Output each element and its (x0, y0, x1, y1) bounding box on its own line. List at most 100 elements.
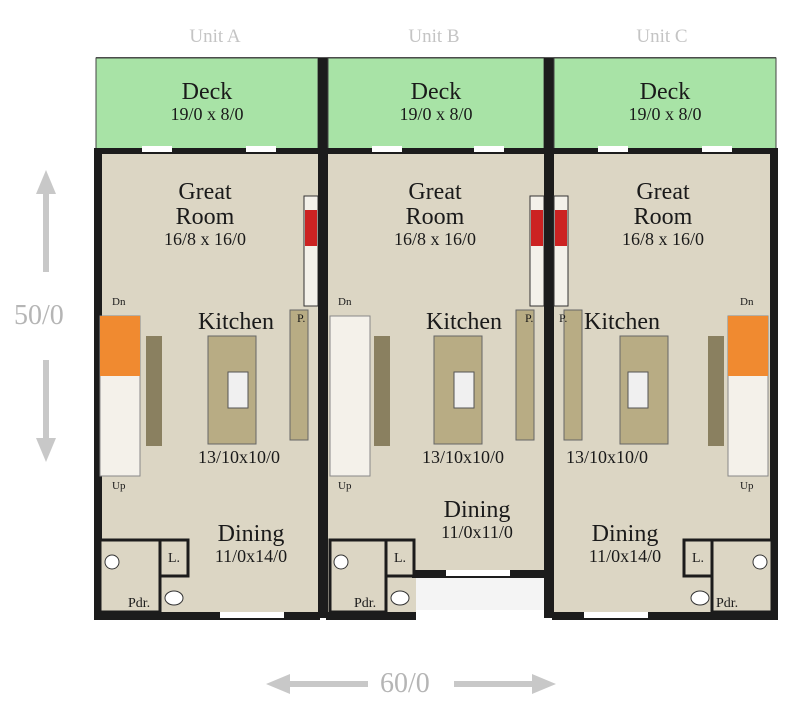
laundry-label: L. (394, 551, 407, 566)
laundry (384, 538, 416, 578)
unit-c-plan (552, 57, 778, 620)
dimension-line (454, 681, 534, 687)
laundry-label: L. (692, 551, 705, 566)
window (584, 612, 648, 618)
sink (227, 371, 249, 409)
wall-top (94, 148, 320, 154)
room-name: Dining (591, 521, 659, 547)
dimension-line (43, 360, 49, 440)
stair-up-label: Up (112, 480, 126, 492)
powder-room (710, 538, 774, 614)
wall-right (770, 148, 778, 620)
room-name: Great (408, 179, 462, 205)
kitchen-size: 13/10x10/0 (198, 447, 281, 467)
stair (329, 315, 371, 477)
unit-title: Unit A (189, 26, 241, 47)
room-name: Deck (639, 79, 691, 105)
kitchen-label: Kitchen (198, 309, 274, 335)
party-wall (544, 58, 554, 618)
room-name: Deck (181, 79, 233, 105)
powder-room (328, 538, 388, 614)
stair-down-label: Dn (740, 296, 754, 308)
depth-dimension-label: 50/0 (14, 300, 64, 331)
sink-icon (104, 554, 120, 570)
stair-down-run (100, 316, 140, 376)
unit-b-plan (326, 57, 548, 620)
dining-label: Dining 11/0x14/0 (570, 521, 680, 567)
window (142, 146, 172, 152)
dining-label: Dining 11/0x11/0 (422, 497, 532, 543)
dimension-line (43, 192, 49, 272)
wall-left (94, 148, 102, 620)
wall-bottom (326, 612, 416, 620)
toilet-icon (390, 590, 410, 606)
wall-top (326, 148, 546, 154)
wall-top (552, 148, 778, 154)
room-size: 11/0x11/0 (441, 522, 513, 543)
stair-down-run (728, 316, 768, 376)
counter (563, 309, 583, 441)
room-name: Great (636, 179, 690, 205)
window (702, 146, 732, 152)
fireplace-fire (555, 210, 567, 246)
stair-up-label: Up (740, 480, 754, 492)
deck-label: Deck 19/0 x 8/0 (554, 79, 776, 125)
laundry (158, 538, 190, 578)
kitchen-size: 13/10x10/0 (422, 447, 505, 467)
sink (453, 371, 475, 409)
pantry-label: P. (559, 311, 568, 325)
dimension-arrows (36, 170, 556, 694)
wall-bottom (552, 612, 778, 620)
room-size: 19/0 x 8/0 (628, 104, 702, 125)
sink (627, 371, 649, 409)
deck-label: Deck 19/0 x 8/0 (96, 79, 318, 125)
deck-area (553, 57, 777, 151)
room-name: Dining (217, 521, 285, 547)
pantry-label: P. (525, 311, 534, 325)
room-name: Great (178, 179, 232, 205)
room-name: Deck (410, 79, 462, 105)
dimension-line (288, 681, 368, 687)
kitchen-label: Kitchen (584, 309, 660, 335)
stair-down-label: Dn (338, 296, 352, 308)
stair-rail (146, 336, 162, 446)
kitchen-label: Kitchen (426, 309, 502, 335)
great-room-label: Great Room 16/8 x 16/0 (340, 179, 530, 250)
window (372, 146, 402, 152)
room-name: Dining (443, 497, 511, 523)
room-size: 19/0 x 8/0 (170, 104, 244, 125)
arrow-down-icon (36, 438, 56, 462)
powder-label: Pdr. (716, 596, 739, 611)
unit-title: Unit C (636, 26, 688, 47)
stair-down-label: Dn (112, 296, 126, 308)
fireplace-fire (531, 210, 543, 246)
window (446, 570, 510, 576)
powder-label: Pdr. (354, 596, 377, 611)
laundry (682, 538, 714, 578)
deck-area (327, 57, 545, 151)
sink-icon (752, 554, 768, 570)
room-size: 19/0 x 8/0 (399, 104, 473, 125)
window (246, 146, 276, 152)
room-size: 16/8 x 16/0 (163, 229, 246, 250)
kitchen-size: 13/10x10/0 (566, 447, 649, 467)
sink-icon (333, 554, 349, 570)
room-size: 16/8 x 16/0 (621, 229, 704, 250)
unit-title: Unit B (408, 26, 460, 47)
deck-label: Deck 19/0 x 8/0 (328, 79, 544, 125)
arrow-up-icon (36, 170, 56, 194)
room-name: Room (175, 204, 235, 231)
deck-area (95, 57, 319, 151)
room-size: 16/8 x 16/0 (393, 229, 476, 250)
room-size: 11/0x14/0 (588, 546, 662, 567)
great-room-label: Great Room 16/8 x 16/0 (110, 179, 300, 250)
dining-label: Dining 11/0x14/0 (196, 521, 306, 567)
width-dimension-label: 60/0 (380, 668, 430, 699)
toilet-icon (690, 590, 710, 606)
pantry-label: P. (297, 311, 306, 325)
room-size: 11/0x14/0 (214, 546, 288, 567)
window (220, 612, 284, 618)
laundry-label: L. (168, 551, 181, 566)
counter (289, 309, 309, 441)
